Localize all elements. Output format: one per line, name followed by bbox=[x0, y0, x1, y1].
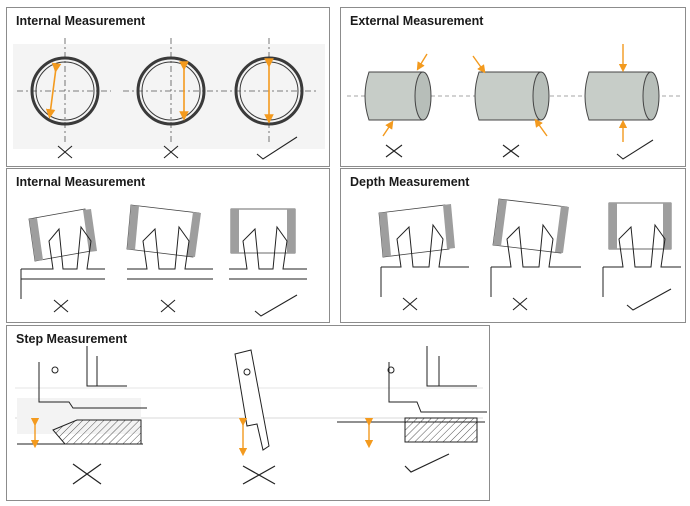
panel-external: External Measurement bbox=[340, 7, 686, 167]
correct-check-mark bbox=[404, 453, 450, 473]
jaw-tilted-wrong-2 bbox=[126, 204, 213, 313]
wrong-cross-mark bbox=[160, 299, 176, 313]
panel-title: Internal Measurement bbox=[16, 175, 146, 189]
depth-tilted-wrong bbox=[378, 204, 469, 311]
wrong-cross-mark bbox=[53, 299, 69, 313]
jaw-tilted-wrong bbox=[20, 208, 105, 313]
ring-centered-correct bbox=[221, 38, 319, 160]
depth-straight-correct bbox=[602, 202, 681, 311]
wrong-cross-mark bbox=[242, 465, 276, 485]
wrong-cross-mark bbox=[402, 297, 418, 311]
ring-offcenter-wrong bbox=[123, 38, 219, 159]
depth-diagram bbox=[378, 198, 681, 311]
jaw-straight-correct bbox=[229, 208, 307, 317]
panel-internal-round: Internal Measurement bbox=[6, 7, 330, 167]
panel-title: Depth Measurement bbox=[350, 175, 470, 189]
panel-title: Internal Measurement bbox=[16, 14, 146, 28]
internal-round-diagram bbox=[13, 38, 325, 160]
external-diagram bbox=[347, 44, 681, 160]
ring-tilted-wrong bbox=[17, 38, 111, 159]
wrong-cross-mark bbox=[385, 144, 403, 158]
wrong-cross-mark bbox=[57, 145, 73, 159]
wrong-cross-mark bbox=[163, 145, 179, 159]
correct-check-mark bbox=[616, 139, 654, 160]
step-tilted-wrong bbox=[234, 349, 276, 485]
depth-tilted-wrong-2 bbox=[490, 198, 581, 311]
panel-internal-jaw: Internal Measurement bbox=[6, 168, 330, 323]
wrong-cross-mark bbox=[72, 463, 102, 485]
wrong-cross-mark bbox=[502, 144, 520, 158]
internal-jaw-diagram bbox=[20, 204, 307, 317]
correct-check-mark bbox=[254, 294, 298, 317]
panel-title: Step Measurement bbox=[16, 332, 128, 346]
panel-title: External Measurement bbox=[350, 14, 484, 28]
correct-check-mark bbox=[256, 136, 298, 160]
panel-step: Step Measurement bbox=[6, 325, 490, 501]
pipe-diagonal-wrong-1 bbox=[364, 53, 432, 158]
pipe-diagonal-wrong-2 bbox=[472, 55, 550, 158]
step-gap-wrong bbox=[17, 346, 147, 485]
pipe-perpendicular-correct bbox=[584, 44, 660, 160]
wrong-cross-mark bbox=[512, 297, 528, 311]
correct-check-mark bbox=[626, 288, 672, 311]
step-flush-correct bbox=[337, 346, 487, 473]
step-diagram bbox=[15, 346, 487, 485]
panel-depth: Depth Measurement bbox=[340, 168, 686, 323]
